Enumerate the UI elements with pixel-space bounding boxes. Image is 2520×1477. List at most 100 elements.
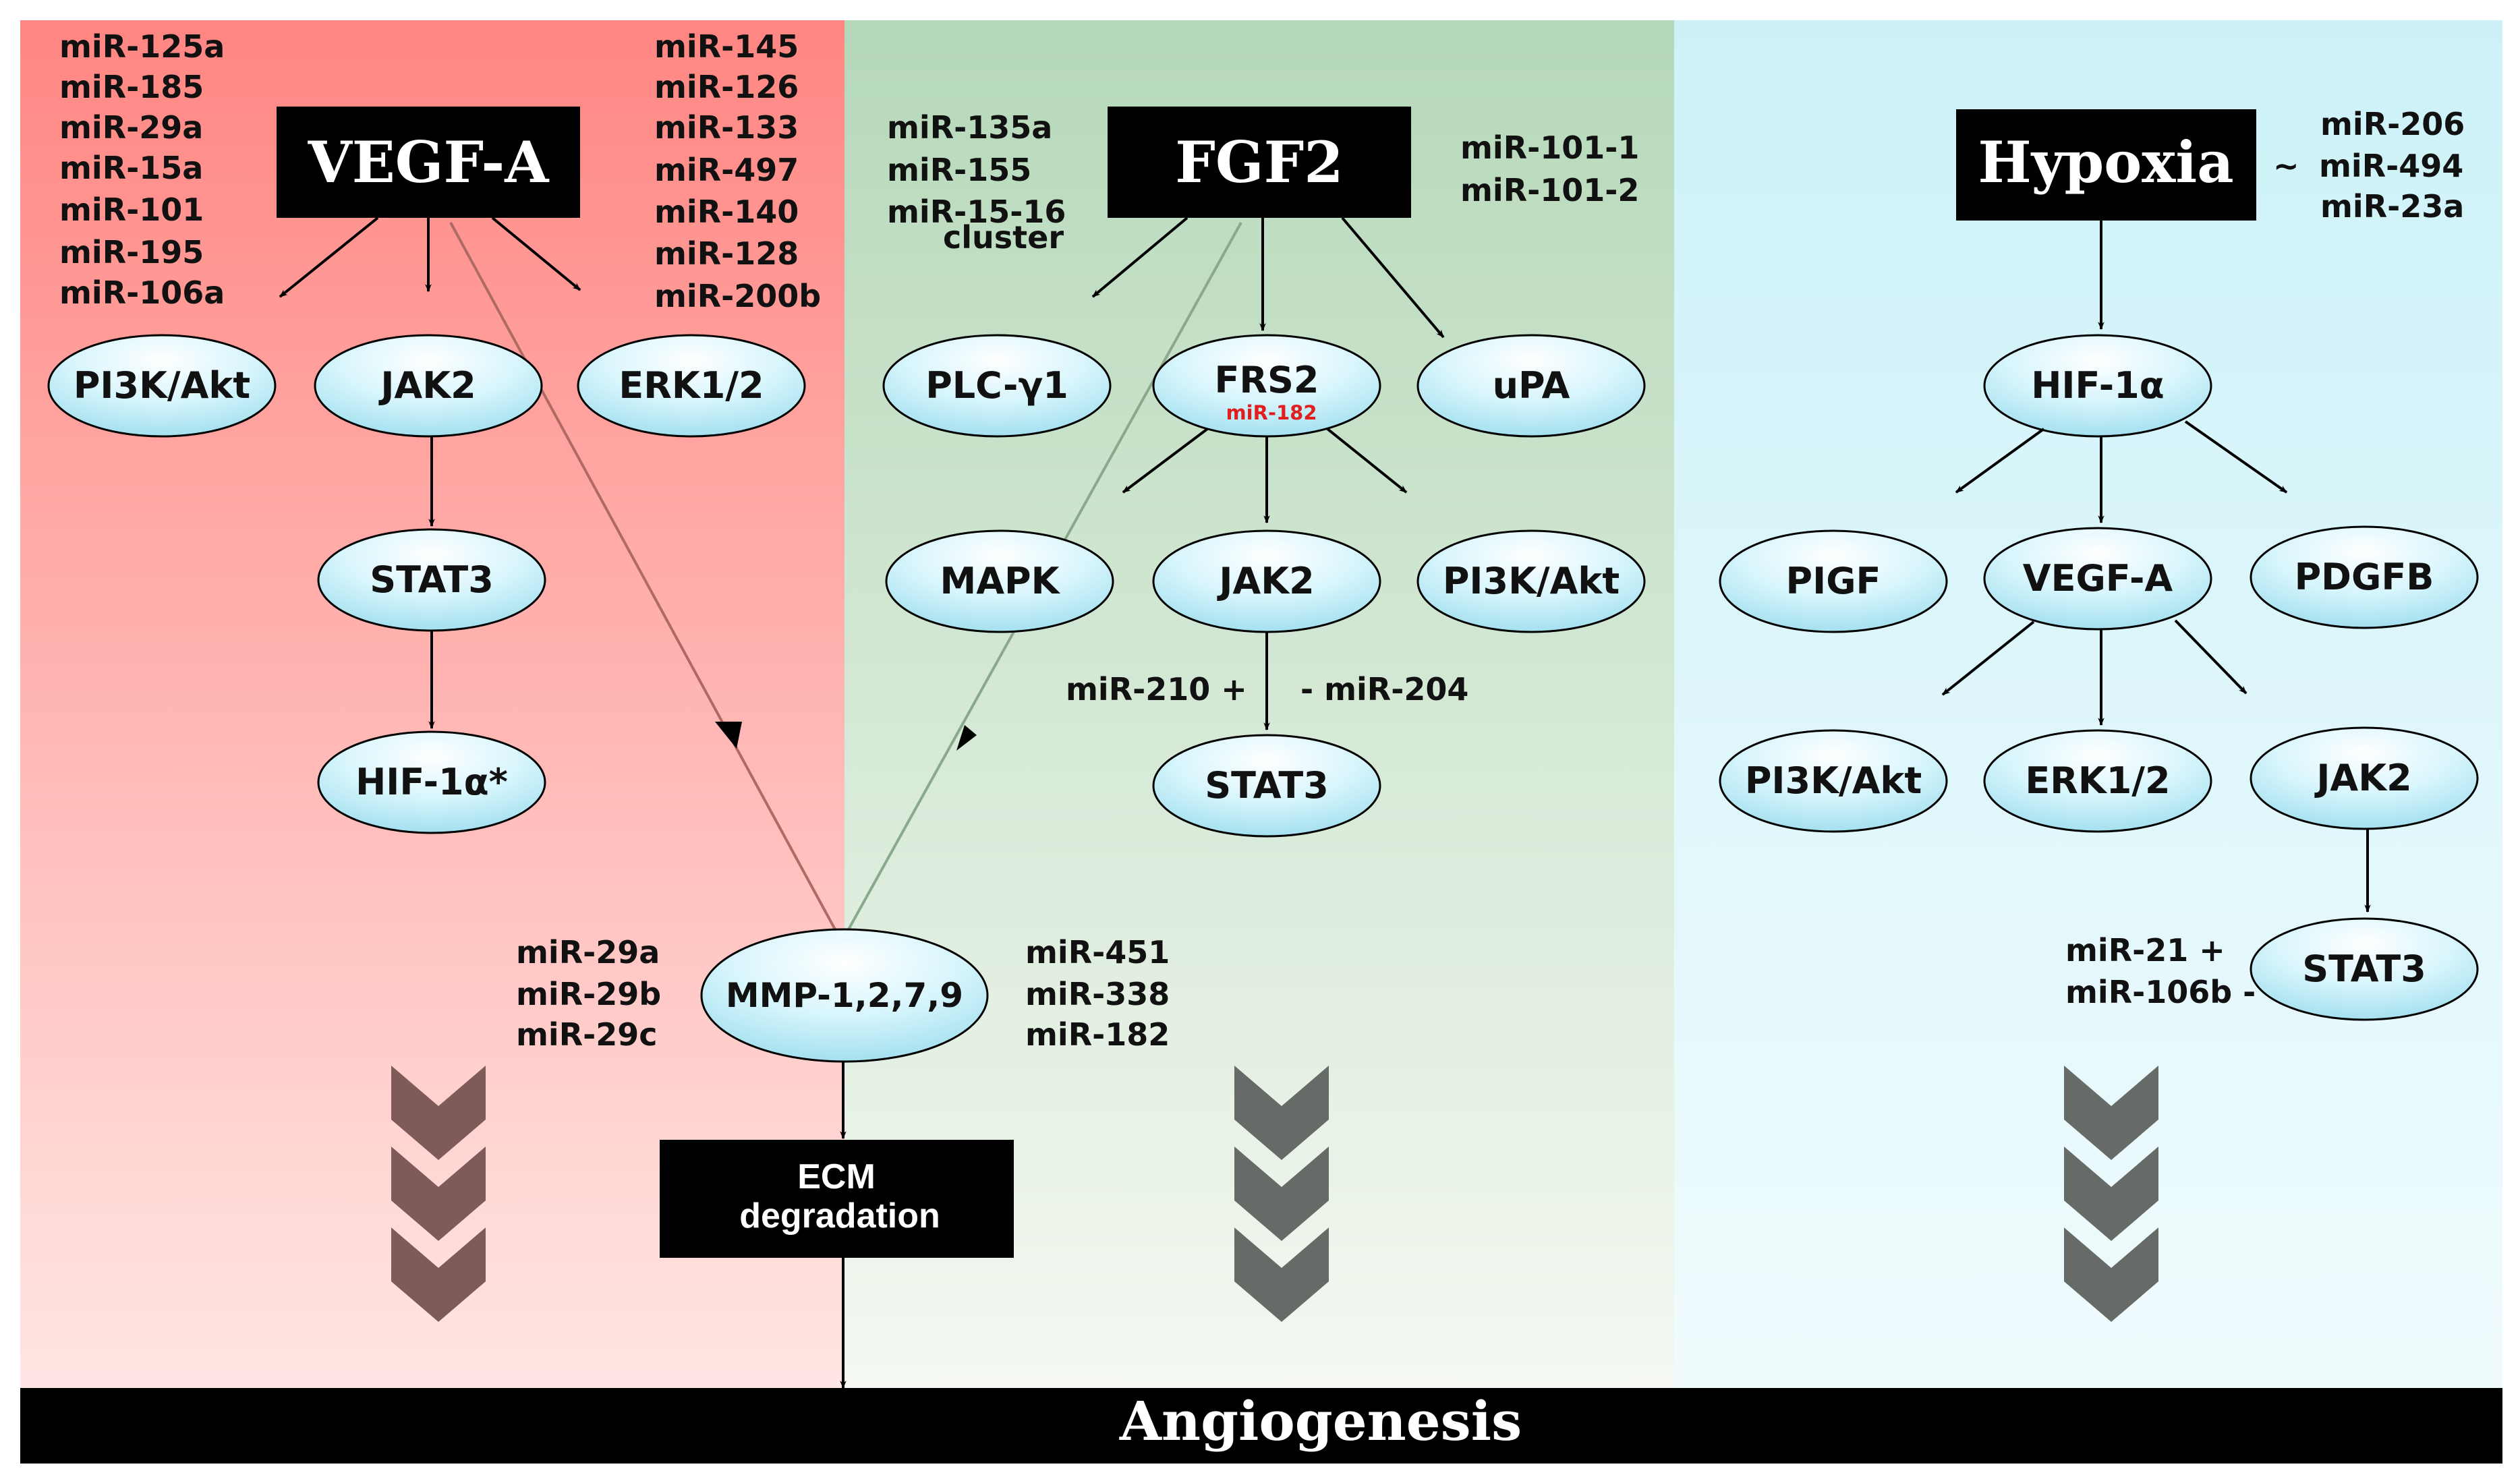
edge-fgf-upa (1341, 216, 1445, 339)
node-jak2 (1152, 529, 1381, 633)
node-label: PDGFB (2295, 556, 2434, 598)
node-jak2 (314, 334, 543, 438)
node-stat3 (1152, 734, 1381, 838)
ecm-line1: ECM (797, 1157, 876, 1196)
vegf-title-box (277, 107, 580, 218)
mmp-mirs-left: miR-29a miR-29b miR-29c (516, 934, 661, 1053)
mir-label: miR-23a (2320, 188, 2464, 225)
node-label: JAK2 (1216, 560, 1314, 602)
edge-hif-pdgfb (2184, 420, 2288, 494)
mir-label: miR-155 (887, 152, 1031, 188)
mir-label: miR-126 (654, 69, 799, 105)
node-label: JAK2 (378, 364, 476, 407)
node-label: FRS2 (1215, 359, 1319, 401)
mir-210-label: miR-210 + (1066, 671, 1247, 707)
ecm-line2: degradation (739, 1196, 940, 1236)
vegf-to-mmp-edge (449, 222, 836, 930)
mir-label: miR-29c (516, 1016, 658, 1053)
node-label: MAPK (940, 560, 1061, 602)
node-label: HIF-1α* (355, 761, 508, 803)
mir-label: miR-182 (1025, 1016, 1170, 1053)
edge-vegf-pi3k (279, 216, 379, 298)
mir-204-label: - miR-204 (1300, 671, 1468, 707)
fgf-title-box (1108, 107, 1411, 218)
node-label: JAK2 (2314, 757, 2411, 799)
node-label: PIGF (1786, 560, 1881, 602)
mir-label: miR-15a (59, 150, 203, 186)
node-label: ERK1/2 (2025, 759, 2170, 802)
mir-label: miR-29b (516, 976, 661, 1012)
mir-label: miR-200b (654, 278, 821, 314)
node-label: MMP-1,2,7,9 (726, 976, 963, 1015)
mir-label: miR-195 (59, 234, 204, 270)
hypoxia-title: Hypoxia (1978, 129, 2233, 196)
node-erk12 (577, 334, 806, 438)
mir-106b-label: miR-106b - (2065, 974, 2256, 1010)
mir-label: cluster (943, 219, 1064, 256)
mir-label: miR-106a (59, 274, 225, 311)
edge-frs2-mapk (1122, 428, 1209, 494)
node-label: VEGF-A (2023, 557, 2173, 600)
node-pi3k-akt (47, 334, 277, 438)
mir-label: miR-494 (2319, 148, 2463, 184)
node-stat3 (2250, 917, 2479, 1021)
vegf-title: VEGF-A (308, 129, 550, 196)
mir-21-label: miR-21 + (2065, 932, 2225, 968)
tilde-symbol: ~ (2273, 148, 2299, 184)
node-pigf (1719, 529, 1948, 633)
node-label: STAT3 (370, 558, 494, 601)
mir-label: miR-206 (2320, 106, 2465, 142)
arrowhead-vegf-mmp (715, 722, 742, 749)
mir-label: miR-451 (1025, 934, 1170, 971)
mir-label: miR-101-2 (1460, 172, 1639, 208)
node-label: PI3K/Akt (74, 364, 250, 407)
mir-label: miR-29a (516, 934, 660, 971)
edge-frs2-pi3k (1326, 428, 1408, 494)
node-mapk (885, 529, 1114, 633)
vegf-mirs-left: miR-125a miR-185 miR-29a miR-15a miR-101… (59, 28, 225, 311)
mir-label: miR-185 (59, 69, 204, 105)
fgf-mirs-right: miR-101-1 miR-101-2 (1460, 129, 1639, 208)
angiogenesis-label: Angiogenesis (1119, 1389, 1522, 1453)
arrowhead-fgf-mmp (956, 725, 977, 751)
node-hif1a (317, 730, 546, 834)
edge-fgf-plc (1091, 216, 1189, 298)
mir-label: miR-135a (887, 109, 1052, 146)
node-pdgfb (2250, 525, 2479, 629)
node-pi3k-akt (1416, 529, 1646, 633)
ecm-degradation-box (660, 1140, 1014, 1258)
node-upa (1416, 334, 1646, 438)
edge-vegf-erk (491, 216, 581, 291)
mir-label: miR-15-16 (887, 194, 1066, 230)
node-label: HIF-1α (2031, 364, 2165, 407)
mir-label: miR-145 (654, 28, 799, 65)
chevron-down-icon-hypoxia (2064, 1066, 2158, 1322)
chevron-down-icon-fgf (1234, 1066, 1329, 1322)
node-label: STAT3 (1205, 764, 1329, 807)
node-label: ERK1/2 (619, 364, 764, 407)
vegf-mirs-right: miR-145 miR-126 miR-133 miR-497 miR-140 … (654, 28, 821, 314)
node-label: STAT3 (2302, 948, 2426, 990)
node-hif1a (1983, 334, 2212, 438)
node-label: PLC-γ1 (925, 364, 1068, 407)
node-stat3 (317, 528, 546, 632)
hypoxia-panel (1674, 20, 2502, 1389)
chevron-down-icon-vegf (391, 1066, 486, 1322)
edge-vegfa-pi3k (1941, 620, 2035, 696)
mir-label: miR-128 (654, 235, 799, 272)
mmp-mirs-right: miR-451 miR-338 miR-182 (1025, 934, 1170, 1053)
node-vegfa (1983, 527, 2212, 631)
node-label: uPA (1493, 364, 1570, 407)
node-plc-g1 (882, 334, 1112, 438)
node-erk12 (1983, 729, 2212, 833)
hypoxia-title-box (1956, 109, 2256, 221)
mir-label: miR-497 (654, 152, 799, 188)
frs2-mir-label: miR-182 (1226, 401, 1317, 424)
node-label: PI3K/Akt (1745, 759, 1922, 802)
node-jak2 (2250, 726, 2479, 830)
mir-label: miR-101 (59, 192, 204, 228)
node-pi3k-akt (1719, 729, 1948, 833)
mir-label: miR-133 (654, 109, 799, 146)
fgf-mirs-left: miR-135a miR-155 miR-15-16 cluster (887, 109, 1066, 256)
